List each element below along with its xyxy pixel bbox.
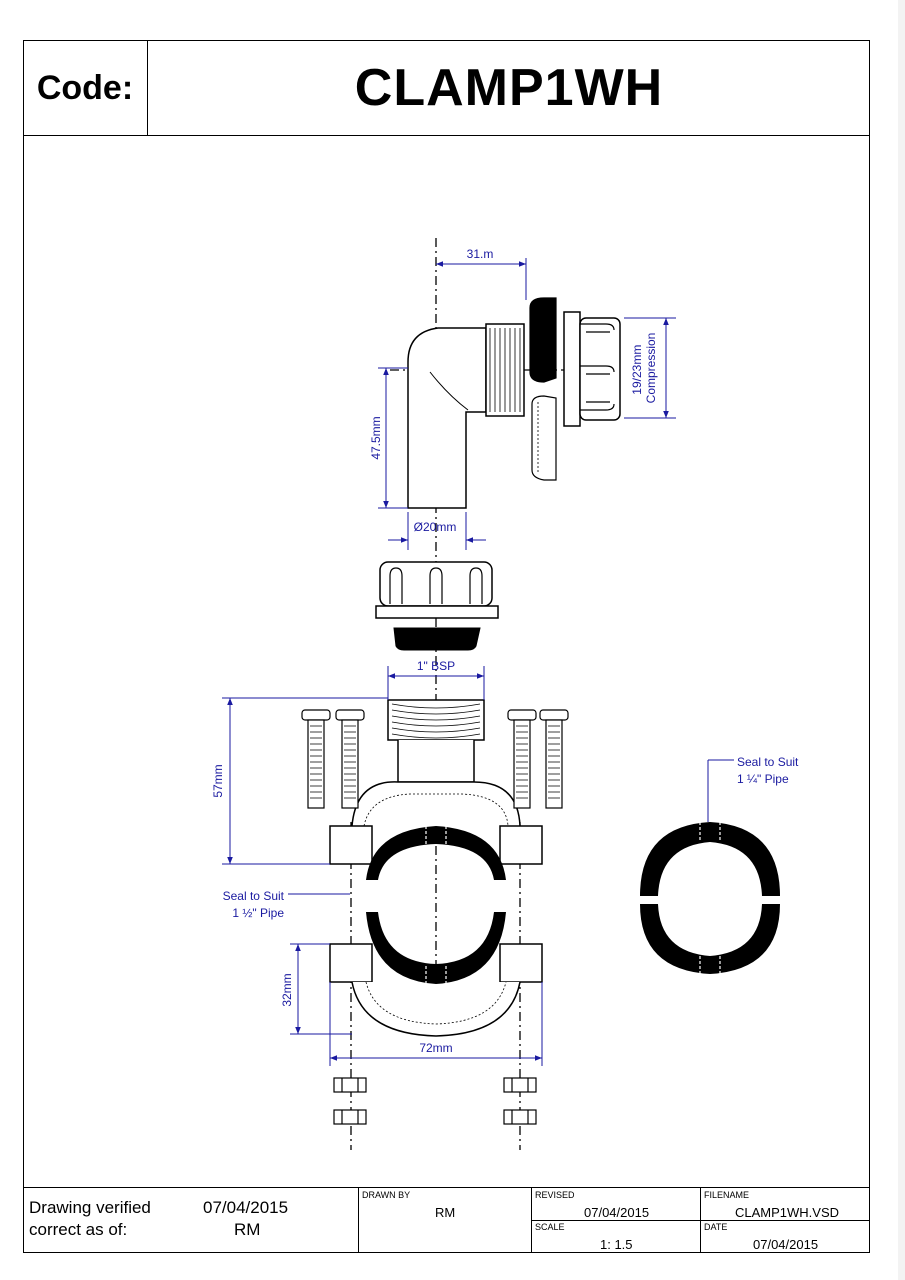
filename-label: FILENAME	[704, 1190, 750, 1200]
dim-height-47-5: 47.5mm	[369, 416, 383, 459]
dim-bsp-1: 1" BSP	[417, 659, 455, 673]
product-code: CLAMP1WH	[354, 59, 664, 117]
code-label: Code:	[23, 40, 148, 136]
verified-by: RM	[234, 1220, 261, 1239]
filename-value: CLAMP1WH.VSD	[735, 1205, 840, 1220]
dim-height-32: 32mm	[280, 973, 294, 1006]
scale-value: 1: 1.5	[600, 1237, 633, 1252]
date-cell: DATE 07/04/2015	[700, 1220, 869, 1252]
dim-offset-31: 31.m	[467, 247, 494, 261]
revised-label: REVISED	[535, 1190, 575, 1200]
clamp-bolts	[301, 709, 569, 809]
date-value: 07/04/2015	[753, 1237, 819, 1252]
revised-cell: REVISED 07/04/2015	[531, 1188, 700, 1220]
elbow-fitting	[407, 323, 525, 509]
filename-cell: FILENAME CLAMP1WH.VSD	[700, 1188, 869, 1220]
scale-cell: SCALE 1: 1.5	[531, 1220, 700, 1252]
scrollbar[interactable]	[898, 0, 905, 1280]
drawn-by-label: DRAWN BY	[362, 1190, 411, 1200]
drawn-by-cell: DRAWN BY RM	[358, 1188, 531, 1252]
verified-label-line2: correct as of:	[29, 1220, 128, 1239]
clamp-nuts	[333, 1077, 537, 1125]
note-seal-large-2: 1 ¼" Pipe	[737, 772, 789, 786]
verified-date: 07/04/2015	[203, 1198, 289, 1217]
note-seal-large-1: Seal to Suit	[737, 755, 799, 769]
seal-large-pipe	[640, 822, 780, 974]
clamp-body	[329, 699, 543, 1037]
dim-compression: 19/23mm Compression	[630, 333, 658, 404]
compression-washer	[529, 297, 557, 481]
drawn-by-value: RM	[435, 1205, 456, 1220]
note-seal-small-1: Seal to Suit	[223, 889, 285, 903]
compression-nut	[563, 311, 621, 427]
verified-label-line1: Drawing verified	[29, 1198, 151, 1217]
dimension-lines	[222, 258, 734, 1066]
title-block-footer: Drawing verified correct as of: 07/04/20…	[23, 1187, 870, 1253]
union-washer	[393, 627, 481, 651]
scale-label: SCALE	[535, 1222, 565, 1232]
note-seal-small-2: 1 ½" Pipe	[232, 906, 284, 920]
dim-width-72: 72mm	[419, 1041, 452, 1055]
footer-divider	[531, 1220, 869, 1221]
date-label: DATE	[704, 1222, 728, 1232]
dim-diameter-20: Ø20mm	[414, 520, 457, 534]
drawing-frame	[23, 40, 870, 1253]
revised-value: 07/04/2015	[584, 1205, 650, 1220]
title-block-header: Code: CLAMP1WH	[23, 40, 870, 136]
clamp-seal	[366, 826, 506, 984]
union-nut	[375, 561, 499, 619]
dim-height-57: 57mm	[211, 764, 225, 797]
